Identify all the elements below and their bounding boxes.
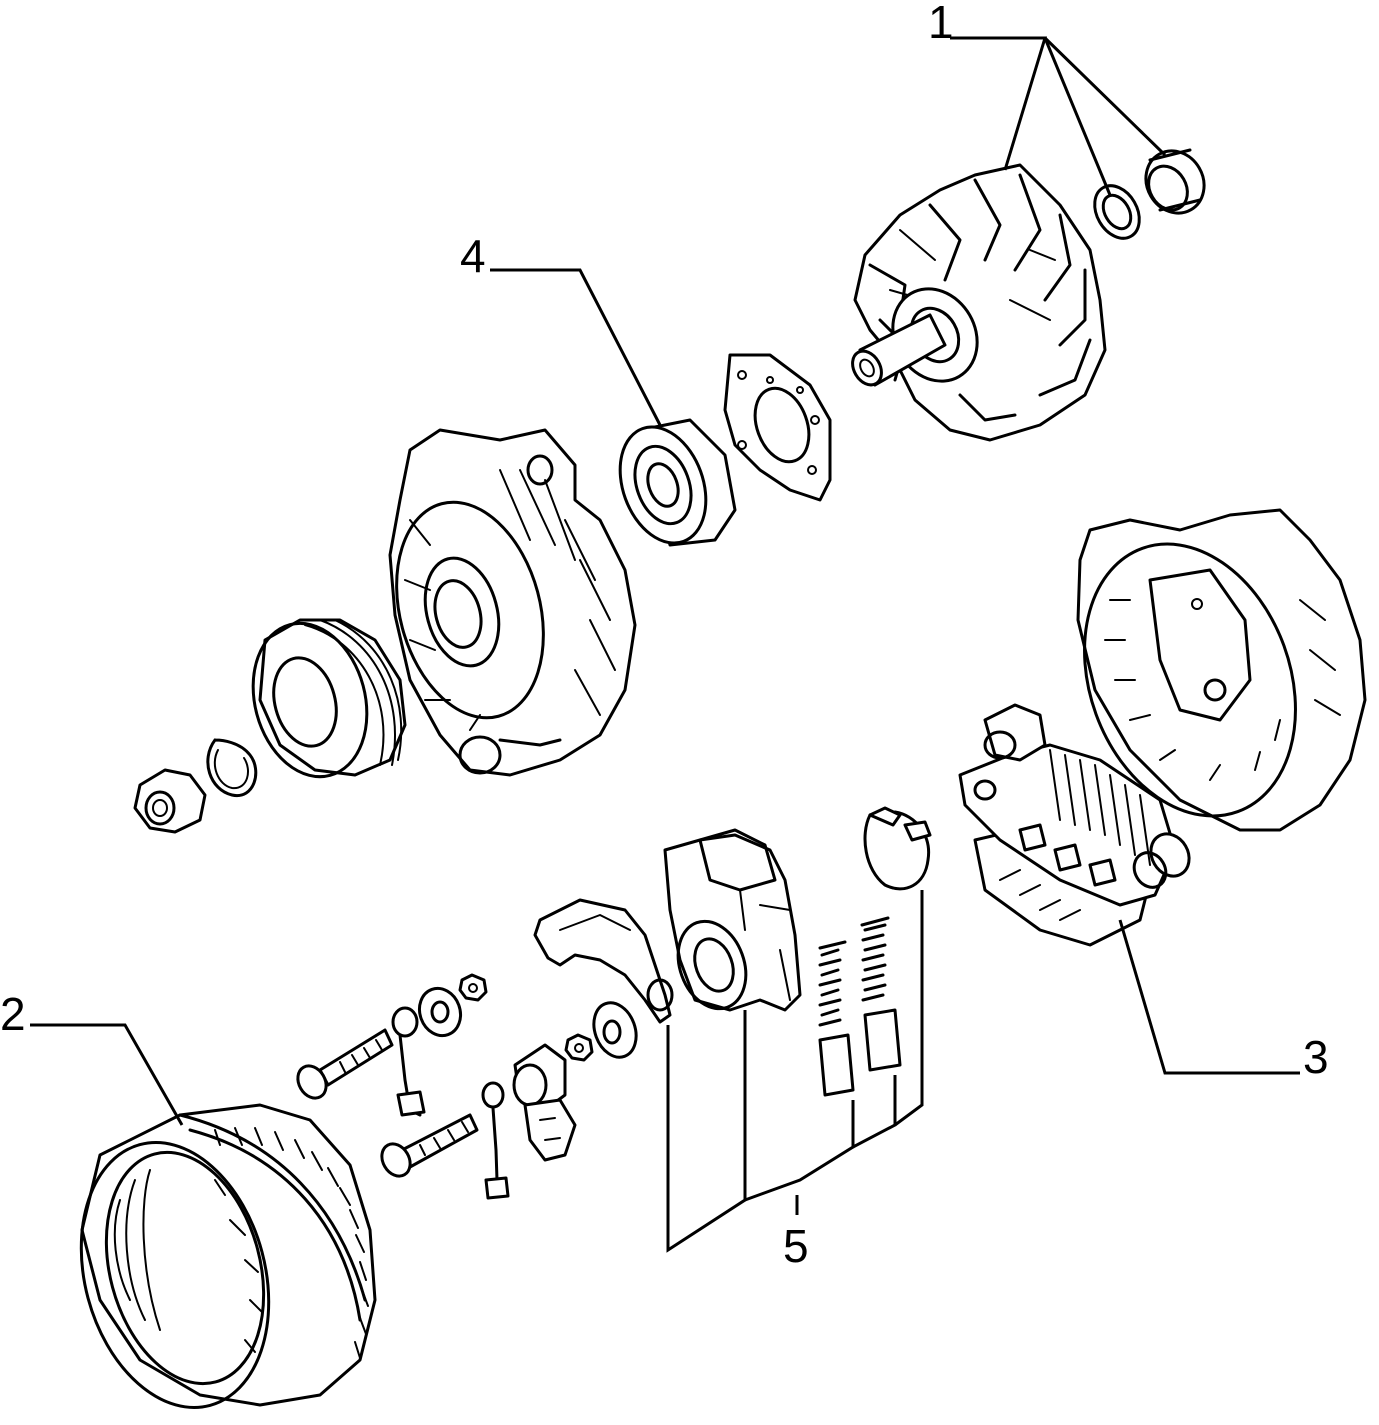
retaining-clip — [863, 806, 932, 891]
washer-lower — [592, 1001, 638, 1059]
terminal-bolt-upper — [296, 1028, 394, 1100]
front-bearing — [618, 418, 737, 547]
leader-lines — [30, 36, 1300, 1253]
pulley-nut — [133, 768, 207, 834]
pulley — [251, 618, 407, 779]
callout-1: 1 — [928, 0, 954, 48]
callout-2: 2 — [0, 988, 26, 1040]
rotor-bearing-small — [1144, 148, 1206, 215]
callout-5: 5 — [783, 1220, 809, 1272]
rotor — [851, 163, 1107, 442]
suppression-capacitor — [512, 1043, 577, 1162]
rear-housing — [1076, 508, 1367, 832]
washer-upper — [417, 986, 463, 1038]
brush-left — [818, 940, 855, 1097]
rectifier-bridge — [958, 703, 1191, 947]
brush-holder-cover — [533, 898, 674, 1024]
nut-lower — [564, 1033, 594, 1062]
terminal-lug-lower — [481, 1081, 510, 1200]
brush-holder — [663, 828, 802, 1012]
rotor-ring-small — [1093, 184, 1141, 240]
drive-end-housing — [388, 428, 637, 777]
terminal-lug-upper — [391, 1006, 426, 1117]
callout-3: 3 — [1303, 1031, 1329, 1083]
stator — [79, 1103, 377, 1409]
brush-right — [860, 916, 902, 1072]
terminal-bolt-lower — [380, 1113, 479, 1178]
circlip — [206, 738, 258, 797]
nut-upper — [458, 973, 488, 1002]
callout-4: 4 — [460, 230, 486, 282]
bearing-retainer-plate — [723, 353, 832, 502]
